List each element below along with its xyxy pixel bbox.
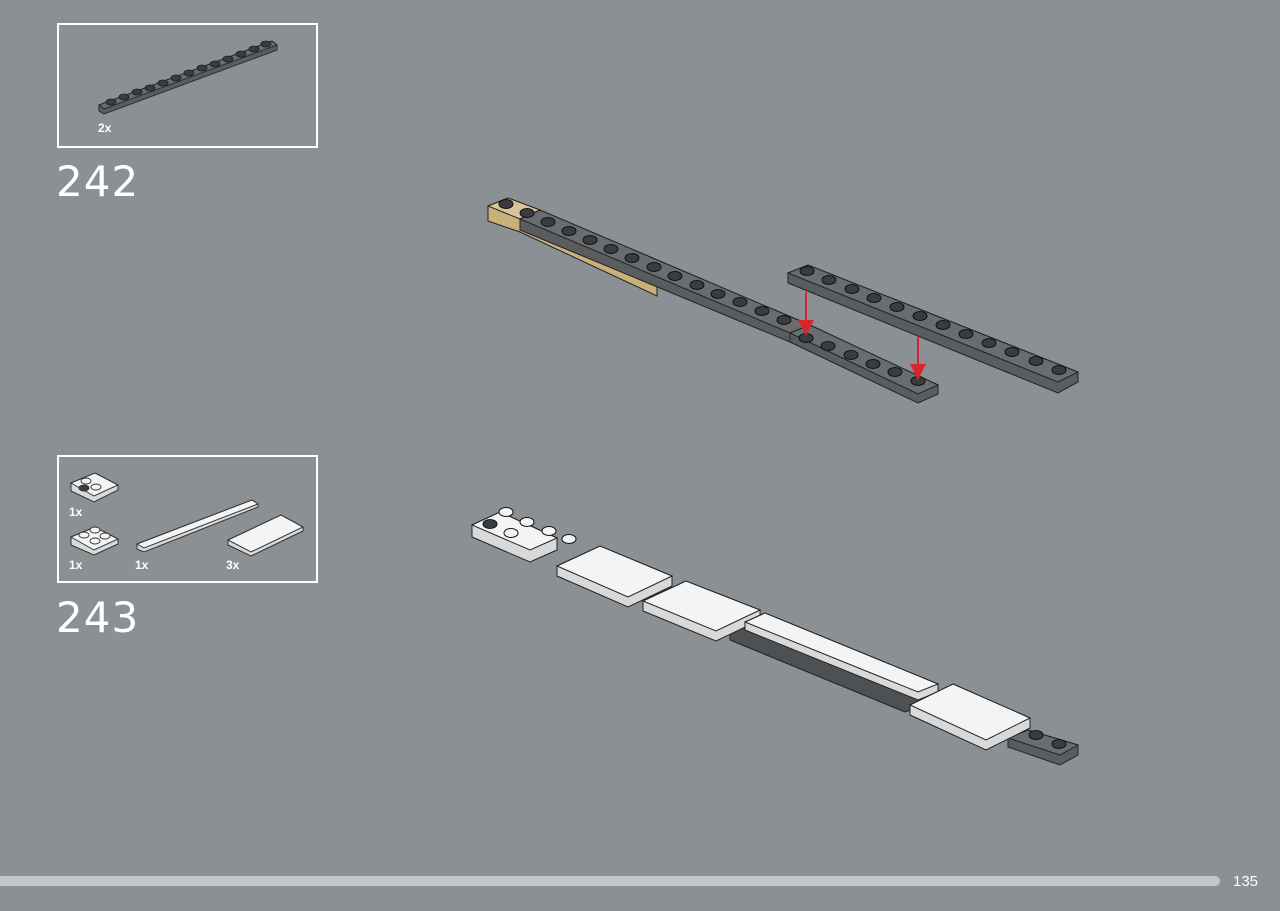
step-number-242: 242 — [56, 157, 140, 206]
part-quantity: 3x — [226, 558, 240, 572]
parts-callout-243: 1x 1x 1x 3x — [57, 455, 318, 583]
part-tile-2x4-icon — [226, 514, 305, 557]
page-number: 135 — [1233, 873, 1259, 890]
step-number-243: 243 — [56, 593, 140, 642]
part-plate-2x2-icon — [69, 526, 120, 556]
part-quantity: 1x — [69, 558, 83, 572]
parts-callout-242: 2x — [57, 23, 318, 148]
placement-arrow-icon — [798, 292, 926, 380]
step-243-assembly — [470, 507, 1080, 766]
part-tile-1x8-icon — [135, 499, 260, 553]
page-progress-bar — [0, 876, 1220, 886]
part-quantity: 2x — [98, 121, 112, 135]
part-quantity: 1x — [135, 558, 149, 572]
part-quantity: 1x — [69, 505, 83, 519]
parts-illustrations — [69, 472, 305, 557]
part-plate-2x2-3studs-icon — [69, 472, 120, 503]
step-242-assembly — [486, 197, 1080, 404]
part-plate-1x12-icon — [97, 40, 279, 115]
